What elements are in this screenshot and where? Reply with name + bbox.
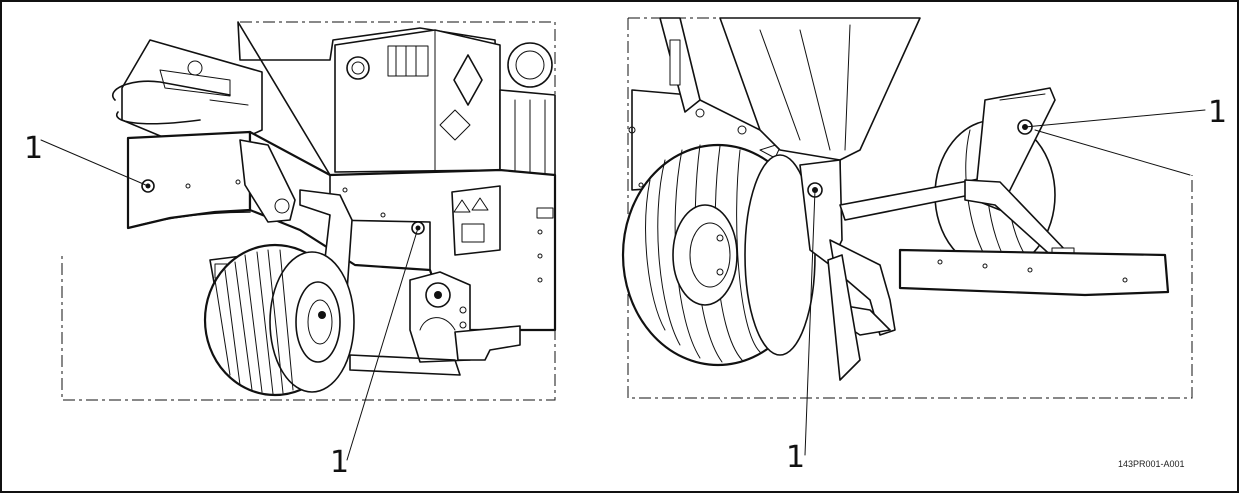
callout-label: 1 <box>786 440 805 475</box>
skid-plate <box>898 248 1170 297</box>
caster-bracket <box>239 139 296 223</box>
callout-label: 1 <box>1208 95 1227 130</box>
leader-line <box>1034 129 1191 176</box>
safety-decal <box>451 185 501 256</box>
control-lever <box>454 325 521 361</box>
leader-line <box>346 227 419 461</box>
leader-line <box>804 189 816 456</box>
left-view-boundary <box>61 21 556 401</box>
callout-label: 1 <box>24 131 43 166</box>
callout-label: 1 <box>330 445 349 480</box>
right-view <box>621 17 1193 399</box>
left-view <box>61 21 557 401</box>
gauge-icon <box>346 56 370 80</box>
scraper-blade <box>827 254 861 381</box>
warning-decal-diamond <box>453 54 483 106</box>
right-view-boundary <box>627 18 1193 399</box>
fuel-cap <box>507 42 553 88</box>
caster-wheel <box>203 243 355 397</box>
main-wheel <box>621 143 816 367</box>
leader-line <box>1024 109 1206 128</box>
leader-line <box>40 139 149 187</box>
drawing-code: 143PR001-A001 <box>1118 459 1185 469</box>
